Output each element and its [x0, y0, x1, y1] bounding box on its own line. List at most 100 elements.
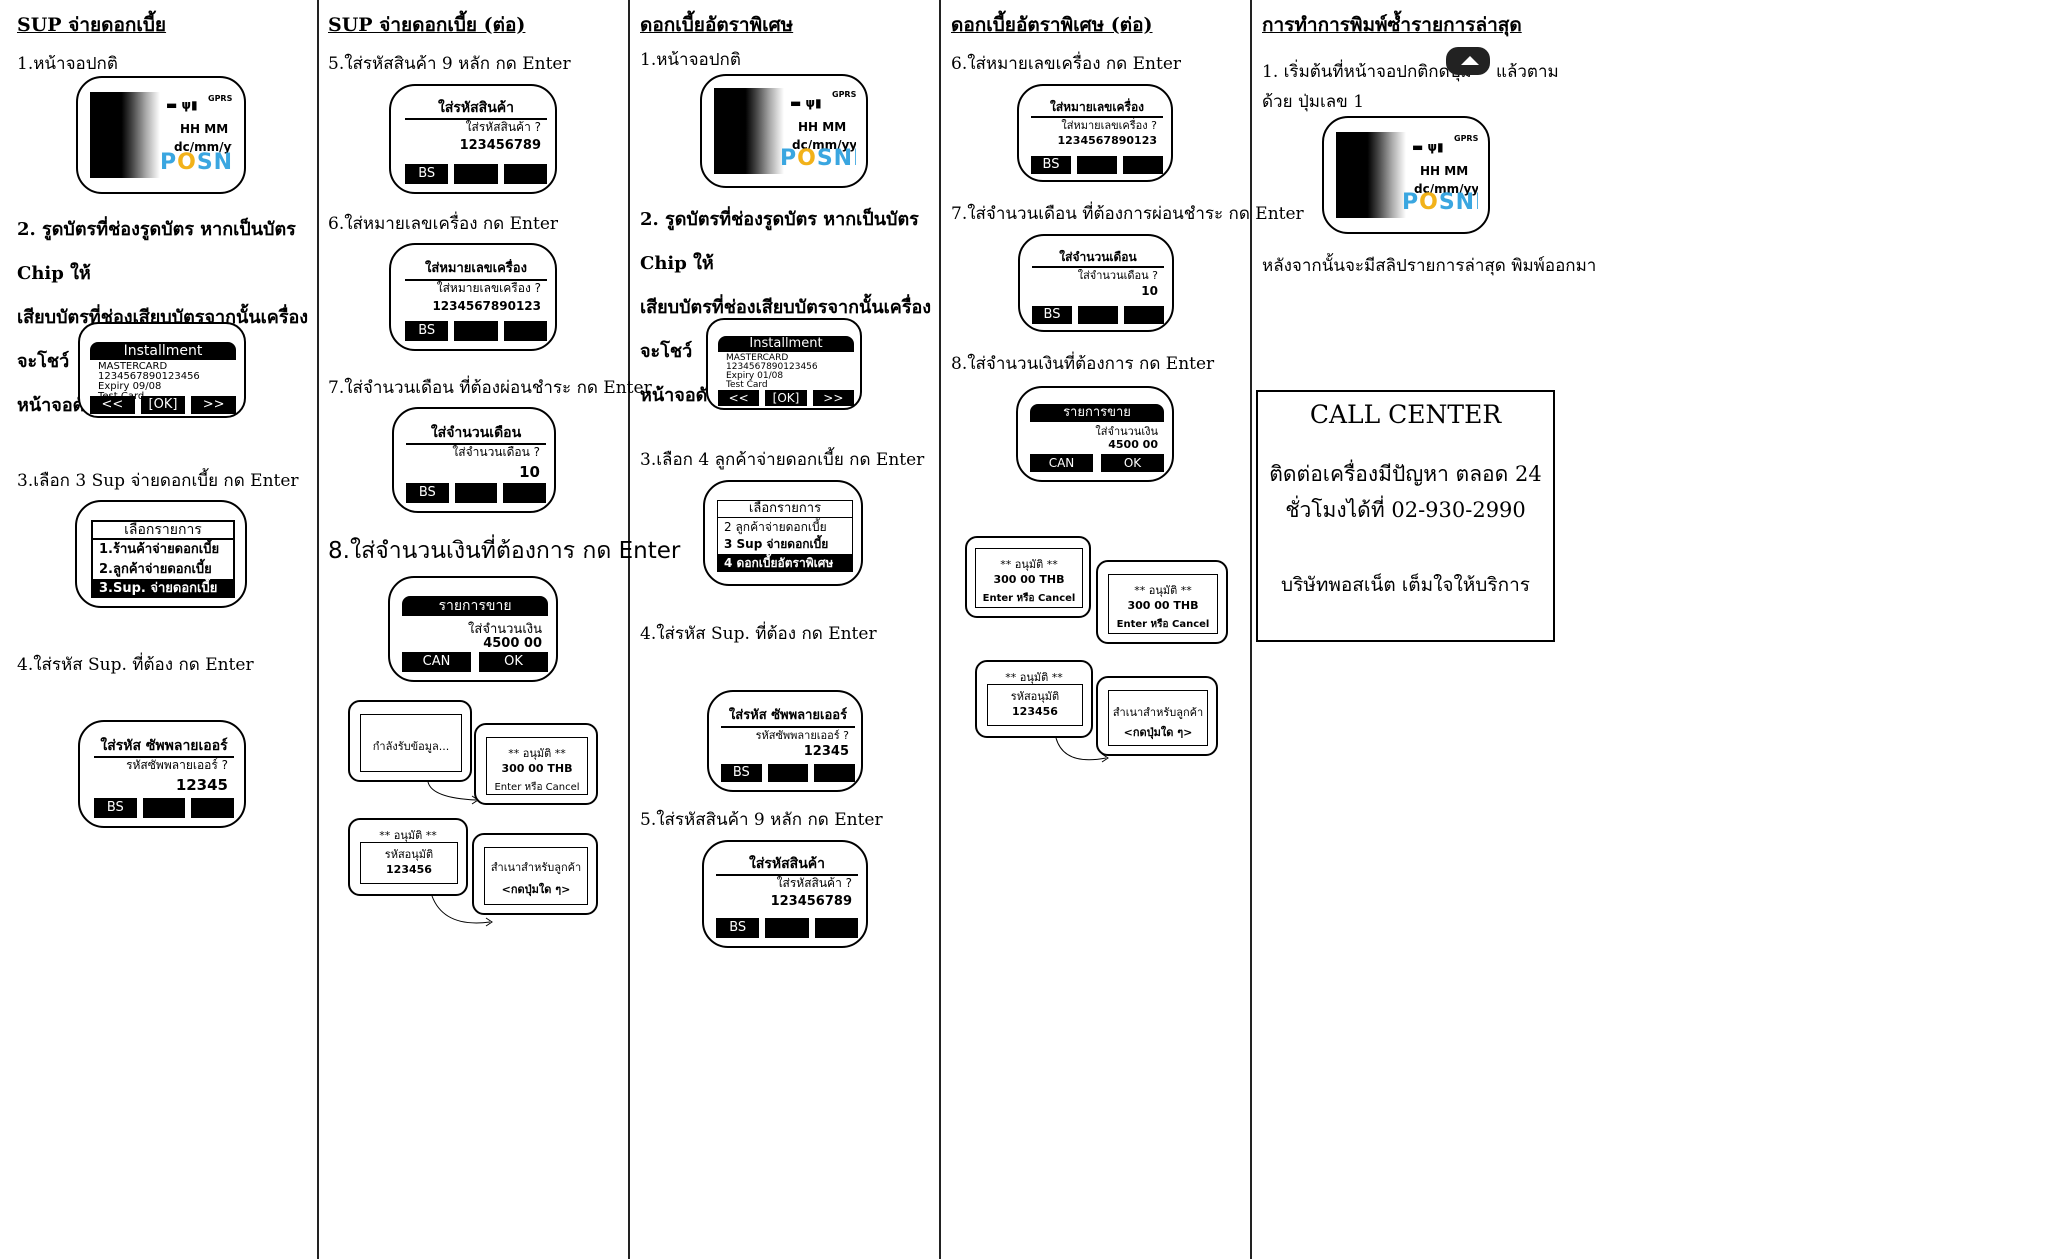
popup-text: 300 00 THB: [501, 762, 573, 775]
step-text: 7.ใส่จำนวนเดือน ที่ต้องการผ่อนชำระ กด En…: [951, 204, 1304, 224]
popup-text: สำเนาสำหรับลูกค้า: [1112, 706, 1204, 719]
popup-text: ** อนุมัติ **: [1000, 558, 1058, 571]
field-label: ใส่จำนวนเงิน: [468, 622, 542, 637]
step-text: 8.ใส่จำนวนเงินที่ต้องการ กด Enter: [951, 354, 1215, 374]
backspace-softkey[interactable]: BS: [405, 321, 449, 341]
softkey[interactable]: [1124, 306, 1164, 324]
backspace-softkey[interactable]: BS: [405, 164, 449, 184]
ok-softkey[interactable]: [OK]: [140, 396, 186, 414]
step-text: 7.ใส่จำนวนเดือน ที่ต้องผ่อนชำระ กด Enter: [328, 378, 652, 398]
field-label: รหัสซัพพลายเออร์ ?: [755, 729, 849, 742]
section-title: SUP จ่ายดอกเบี้ย (ต่อ): [328, 14, 526, 36]
softkey[interactable]: [1078, 306, 1118, 324]
card-expiry: Expiry 09/08: [98, 381, 162, 392]
popup-text: <กดปุ่มใด ๆ>: [501, 883, 571, 896]
softkey[interactable]: [454, 483, 498, 503]
softkey[interactable]: [814, 918, 858, 938]
menu-item[interactable]: 3 Sup จ่ายดอกเบี้ย: [724, 537, 829, 551]
softkey[interactable]: [191, 798, 234, 818]
softkey[interactable]: [503, 483, 546, 503]
softkey[interactable]: [814, 764, 855, 782]
softkey[interactable]: [454, 164, 498, 184]
popup-text: ** อนุมัติ **: [508, 747, 566, 760]
backspace-softkey[interactable]: BS: [721, 764, 762, 782]
popup-text: 123456: [1012, 705, 1058, 718]
terminal-amount-screen: รายการขาย ใส่จำนวนเงิน 4500 00 CAN OK: [1016, 386, 1174, 482]
ok-softkey[interactable]: OK: [1101, 454, 1164, 472]
screen-display: ใส่รหัส ซัพพลายเออร์ รหัสซัพพลายเออร์ ? …: [94, 736, 234, 818]
softkey[interactable]: [767, 764, 809, 782]
field-label: ใส่จำนวนเดือน ?: [452, 445, 540, 459]
popup-inner: ** อนุมัติ ** 300 00 THB Enter หรือ Canc…: [1108, 574, 1218, 634]
field-value: 123456789: [459, 138, 541, 153]
field-label: ใส่จำนวนเงิน: [1095, 425, 1158, 438]
backspace-softkey[interactable]: BS: [1031, 156, 1071, 174]
popup-text: ** อนุมัติ **: [1134, 584, 1192, 597]
call-center-title: CALL CENTER: [1309, 400, 1502, 429]
screen-display: ใส่รหัสสินค้า ใส่รหัสสินค้า ? 123456789 …: [716, 854, 858, 938]
menu-item-selected[interactable]: 4 ดอกเบี้ยอัตราพิเศษ: [718, 554, 852, 571]
receiving-popup: กำลังรับข้อมูล...: [348, 700, 472, 782]
screen-display: ใส่หมายเลขเครื่อง ใส่หมายเลขเครื่อง ? 12…: [1031, 98, 1163, 174]
softkey-bar: BS: [1031, 156, 1163, 174]
softkey[interactable]: [454, 321, 498, 341]
field-value: 12345: [803, 744, 849, 759]
terminal-supplier-screen: ใส่รหัส ซัพพลายเออร์ รหัสซัพพลายเออร์ ? …: [707, 690, 863, 792]
step-text: หลังจากนั้นจะมีสลิปรายการล่าสุด พิมพ์ออก…: [1262, 256, 1597, 276]
menu-item-selected[interactable]: 3.Sup. จ่ายดอกเบี้ย: [93, 579, 233, 596]
screen-title: ใส่รหัส ซัพพลายเออร์: [721, 706, 855, 728]
menu-item[interactable]: 2.ลูกค้าจ่ายดอกเบี้ย: [99, 562, 212, 577]
date-label: dc/mm/yy: [792, 138, 856, 152]
screen-title: เลือกรายการ: [93, 522, 233, 540]
ok-softkey[interactable]: OK: [479, 652, 548, 672]
noise-pattern: [90, 92, 160, 178]
ok-softkey[interactable]: [OK]: [765, 390, 807, 406]
field-label: ใส่หมายเลขเครื่อง ?: [436, 281, 541, 295]
menu-item[interactable]: 1.ร้านค้าจ่ายดอกเบี้ย: [99, 542, 220, 557]
popup-inner: ** อนุมัติ ** 300 00 THB Enter หรือ Canc…: [486, 737, 588, 795]
next-softkey[interactable]: >>: [812, 390, 854, 406]
terminal-months-screen: ใส่จำนวนเดือน ใส่จำนวนเดือน ? 10 BS: [1018, 234, 1174, 332]
approval-code-popup: รหัสอนุมัติ 123456 ** อนุมัติ **: [975, 660, 1093, 738]
softkey-bar: BS: [405, 321, 547, 341]
softkey[interactable]: [503, 164, 547, 184]
backspace-softkey[interactable]: BS: [94, 798, 137, 818]
terminal-product-screen: ใส่รหัสสินค้า ใส่รหัสสินค้า ? 123456789 …: [389, 84, 557, 194]
softkey[interactable]: [1123, 156, 1163, 174]
posnet-logo: POSNET: [160, 150, 232, 175]
menu-item[interactable]: 2 ลูกค้าจ่ายดอกเบี้ย: [724, 520, 827, 534]
field-label: ใส่หมายเลขเครื่อง ?: [1061, 119, 1157, 132]
softkey[interactable]: [142, 798, 186, 818]
prev-softkey[interactable]: <<: [90, 396, 135, 414]
cancel-softkey[interactable]: CAN: [402, 652, 471, 672]
screen-display: ▬ ψ▮ GPRS HH MM dc/mm/yy POSNET: [714, 88, 856, 174]
backspace-softkey[interactable]: BS: [406, 483, 449, 503]
prev-softkey[interactable]: <<: [718, 390, 760, 406]
cancel-softkey[interactable]: CAN: [1030, 454, 1093, 472]
section-title: ดอกเบี้ยอัตราพิเศษ: [640, 14, 794, 36]
step-text: ด้วย ปุ่มเลข 1: [1262, 92, 1365, 112]
screen-title: ใส่หมายเลขเครื่อง: [1031, 98, 1163, 118]
popup-text: 123456: [386, 863, 432, 876]
popup-text: Enter หรือ Cancel: [982, 593, 1076, 604]
column-divider: [628, 0, 630, 1259]
step-text: 1.หน้าจอปกติ: [17, 54, 118, 74]
screen-title: ใส่จำนวนเดือน: [1032, 248, 1164, 268]
screen-display: ใส่รหัส ซัพพลายเออร์ รหัสซัพพลายเออร์ ? …: [721, 706, 855, 782]
backspace-softkey[interactable]: BS: [1032, 306, 1072, 324]
card-brand: MASTERCARD: [98, 361, 168, 372]
step-text: 6.ใส่หมายเลขเครื่อง กด Enter: [951, 54, 1182, 74]
menu-up-key-icon: [1446, 47, 1490, 75]
softkey[interactable]: [765, 918, 809, 938]
screen-display: ใส่จำนวนเดือน ใส่จำนวนเดือน ? 10 BS: [406, 423, 546, 503]
softkey[interactable]: [503, 321, 547, 341]
backspace-softkey[interactable]: BS: [716, 918, 760, 938]
posnet-logo: POSNET: [780, 146, 856, 171]
field-value: 1234567890123: [1057, 134, 1158, 147]
softkey-bar: CAN OK: [1030, 454, 1164, 472]
call-center-line: บริษัทพอสเน็ต เต็มใจให้บริการ: [1281, 574, 1530, 596]
card-number: 1234567890123456: [98, 371, 200, 382]
card-number: 1234567890123456: [726, 362, 818, 372]
softkey[interactable]: [1077, 156, 1117, 174]
next-softkey[interactable]: >>: [191, 396, 236, 414]
